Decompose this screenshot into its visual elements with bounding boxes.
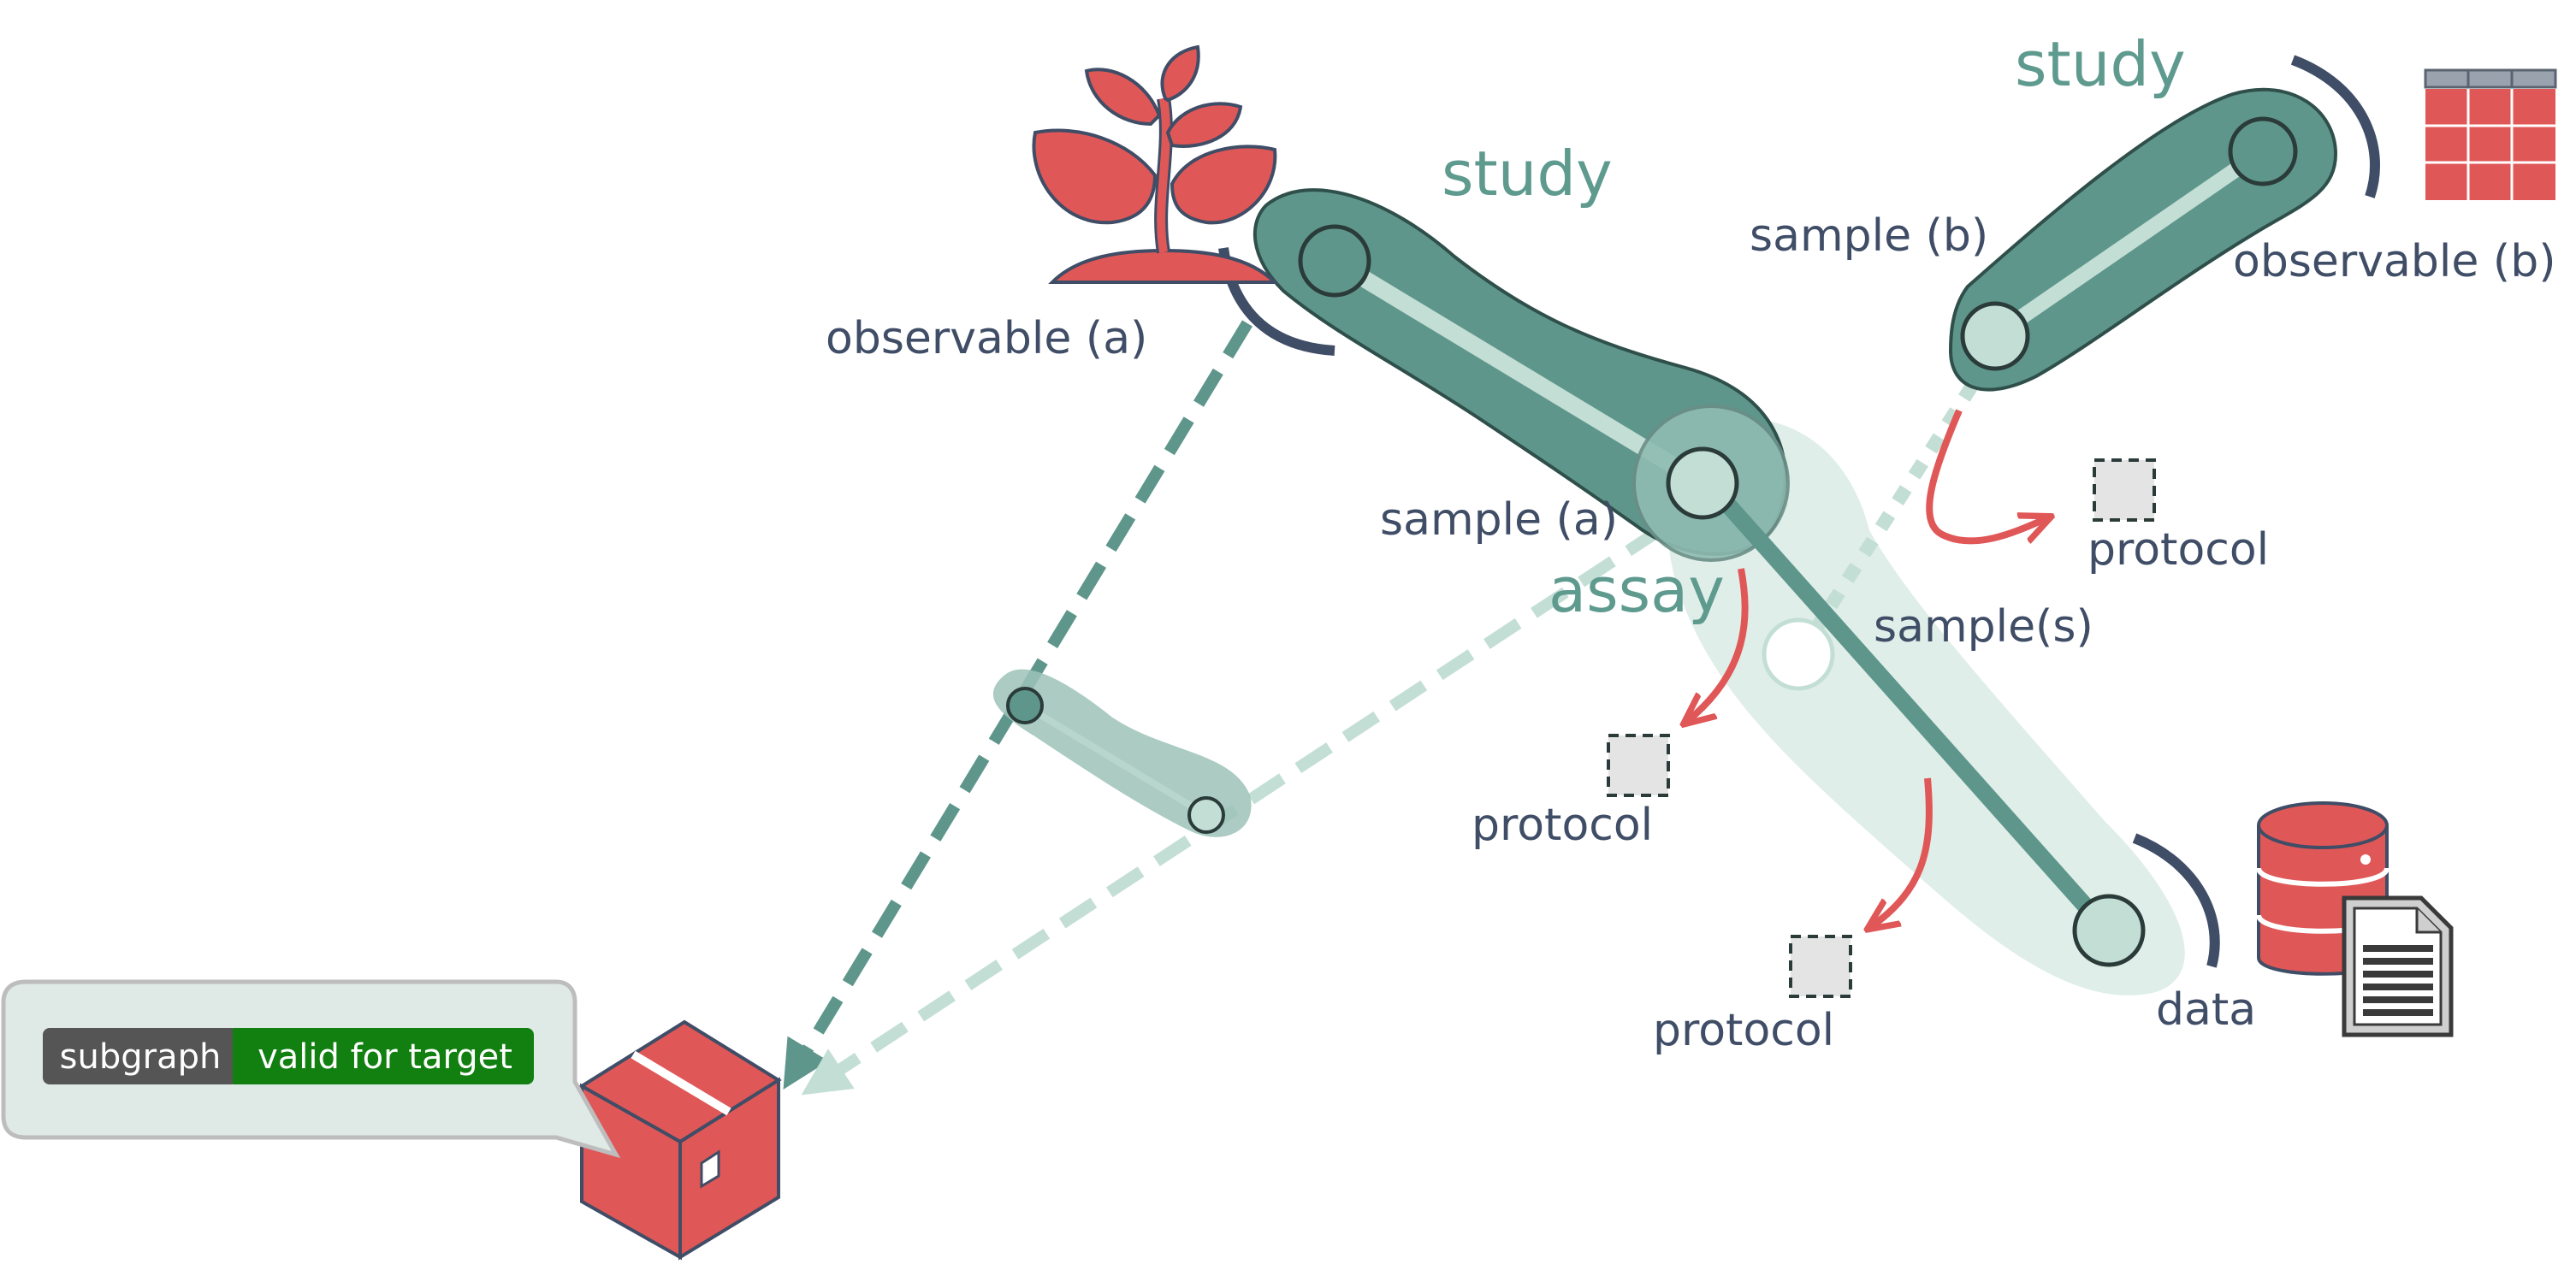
study-right-title: study — [2015, 28, 2186, 100]
protocol-arrow-right — [1926, 409, 2049, 545]
label-protocol-mid: protocol — [1472, 800, 1653, 851]
label-observable-b: observable (b) — [2233, 236, 2555, 287]
bracket-data — [2132, 833, 2220, 968]
assay-line — [1703, 477, 2117, 941]
table-icon — [2424, 68, 2557, 200]
validation-badge: subgraph valid for target — [43, 1028, 534, 1084]
study-left-title: study — [1442, 138, 1613, 210]
assay-shape — [1667, 419, 2185, 995]
label-protocol-right: protocol — [2087, 524, 2269, 576]
node-samples[interactable] — [1762, 617, 1835, 691]
label-observable-a: observable (a) — [826, 313, 1147, 364]
label-sample-b: sample (b) — [1750, 210, 1988, 262]
badge-label-valid: valid for target — [258, 1037, 512, 1077]
node-sample-a[interactable] — [1666, 446, 1739, 520]
plant-icon — [1032, 44, 1279, 284]
node-observable-b[interactable] — [2228, 116, 2298, 186]
protocol-box-right[interactable] — [2093, 458, 2156, 522]
protocol-arrow-mid — [1685, 568, 1749, 723]
label-protocol-low: protocol — [1653, 1005, 1834, 1056]
node-subgraph-a[interactable] — [1006, 687, 1044, 724]
bracket-observable-b — [2290, 55, 2380, 198]
subgraph-capsule — [992, 669, 1252, 837]
protocol-arrow-low — [1869, 777, 1933, 928]
protocol-box-low[interactable] — [1789, 935, 1852, 998]
label-samples: sample(s) — [1874, 601, 2093, 653]
dashed-connector-observable-a — [783, 320, 1252, 1090]
badge-label-subgraph: subgraph — [60, 1037, 222, 1077]
package-box-icon — [578, 1019, 782, 1261]
node-sample-b[interactable] — [1960, 301, 2030, 371]
document-icon — [2342, 895, 2454, 1037]
node-observable-a[interactable] — [1298, 224, 1371, 298]
protocol-box-mid[interactable] — [1607, 734, 1670, 797]
node-data[interactable] — [2072, 894, 2146, 967]
node-subgraph-b[interactable] — [1187, 796, 1225, 834]
assay-title: assay — [1549, 554, 1725, 626]
label-sample-a: sample (a) — [1380, 494, 1618, 546]
dotted-connector-sample-b — [1799, 355, 1995, 650]
label-data: data — [2156, 984, 2256, 1036]
